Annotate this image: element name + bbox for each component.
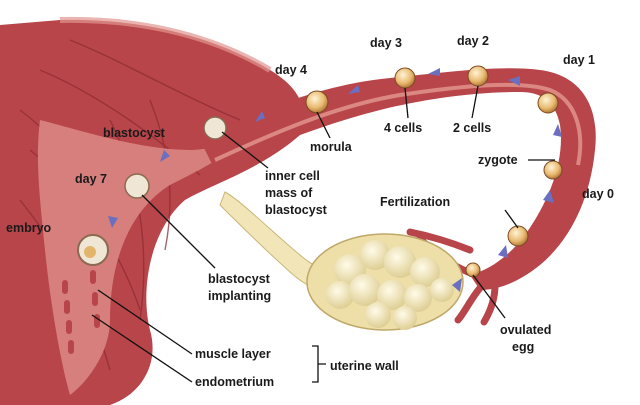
endometrium-glands <box>62 270 100 354</box>
four-cells-cell <box>394 67 416 89</box>
arrow-icon <box>508 76 520 86</box>
label-inner-cell-1: inner cell <box>265 169 320 183</box>
label-morula: morula <box>310 140 353 154</box>
label-implanting-2: implanting <box>208 289 271 303</box>
embryo-cells <box>77 65 563 278</box>
day1-cell <box>537 92 559 114</box>
label-muscle-layer: muscle layer <box>195 347 271 361</box>
arrow-icon <box>108 216 118 228</box>
label-implanting-1: blastocyst <box>208 272 271 286</box>
label-day0: day 0 <box>582 187 614 201</box>
label-uterine-wall: uterine wall <box>330 359 399 373</box>
label-two-cells: 2 cells <box>453 121 491 135</box>
label-endometrium: endometrium <box>195 375 274 389</box>
arrow-icon <box>428 68 440 76</box>
label-inner-cell-3: blastocyst <box>265 203 328 217</box>
label-zygote: zygote <box>478 153 518 167</box>
arrow-icon <box>348 85 360 94</box>
label-day2: day 2 <box>457 34 489 48</box>
arrow-icon <box>543 190 554 203</box>
arrow-icon <box>553 124 562 137</box>
label-inner-cell-2: mass of <box>265 186 313 200</box>
arrow-icon <box>452 278 462 292</box>
label-ovulated-1: ovulated <box>500 323 551 337</box>
leader-lines <box>91 85 555 383</box>
arrow-icon <box>498 245 508 258</box>
ovulated-egg-cell <box>465 262 481 278</box>
label-four-cells: 4 cells <box>384 121 422 135</box>
label-day1: day 1 <box>563 53 595 67</box>
blastocyst-cell <box>203 116 227 140</box>
arrow-icon <box>255 111 265 122</box>
fertilization-cell <box>507 225 529 247</box>
day7-cell <box>124 173 150 199</box>
label-day4: day 4 <box>275 63 307 77</box>
label-embryo: embryo <box>6 221 52 235</box>
two-cells-cell <box>467 65 489 87</box>
label-fertilization: Fertilization <box>380 195 450 209</box>
label-blastocyst: blastocyst <box>103 126 166 140</box>
label-ovulated-2: egg <box>512 340 534 354</box>
zygote-cell <box>543 160 563 180</box>
uterine-cavity <box>37 120 251 395</box>
label-day3: day 3 <box>370 36 402 50</box>
ovary <box>306 233 464 331</box>
label-day7: day 7 <box>75 172 107 186</box>
movement-arrows <box>108 68 562 292</box>
morula-cell <box>305 90 329 114</box>
arrow-icon <box>160 150 170 162</box>
